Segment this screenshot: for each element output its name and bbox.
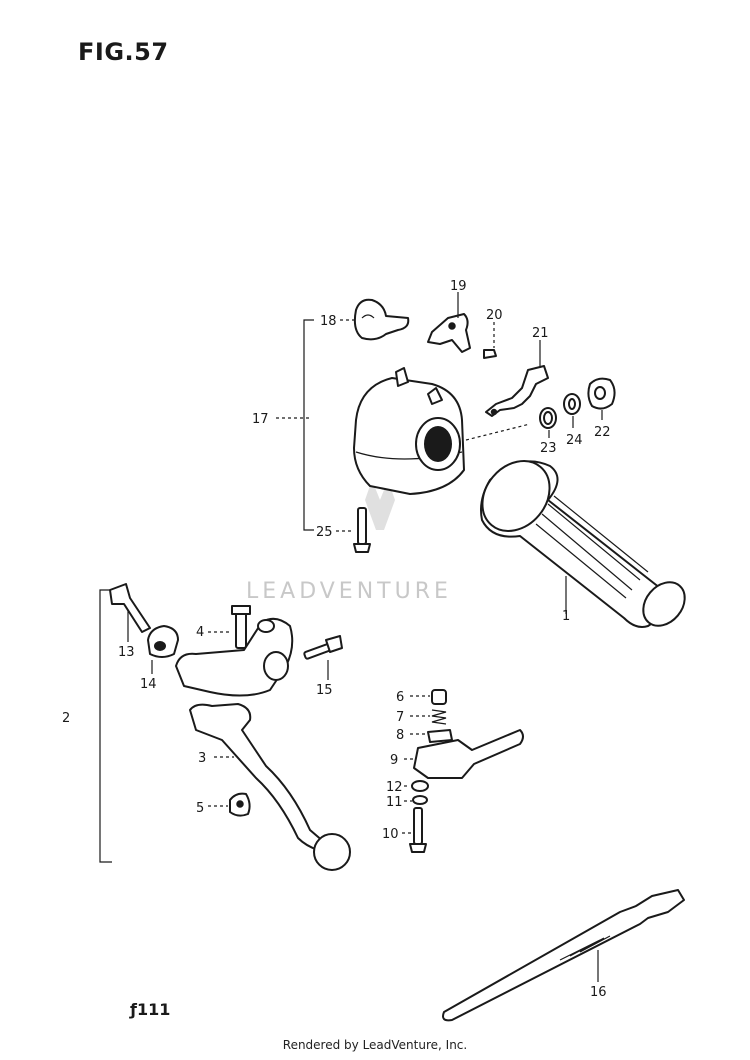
- corner-mark: ƒ111: [130, 1000, 171, 1019]
- watermark-text: LEADVENTURE: [246, 579, 452, 604]
- part-6-nut: [431, 689, 447, 705]
- callout-2: 2: [62, 711, 70, 726]
- part-18-cover: [353, 298, 410, 341]
- part-10-screw: [409, 807, 427, 853]
- part-12-washer: [411, 780, 429, 792]
- part-20-screw: [483, 349, 497, 359]
- part-7-spring: [431, 709, 447, 725]
- group-17-bracket: [303, 319, 314, 531]
- part-24-washer: [563, 393, 581, 415]
- part-14-bushing: [147, 625, 179, 658]
- part-11-washer: [412, 795, 428, 805]
- watermark: LEADVENTURE: [246, 480, 452, 604]
- callout-20: 20: [486, 308, 503, 323]
- part-16-cable-tie: [442, 889, 685, 1022]
- group-2-bracket: [99, 589, 112, 863]
- callout-10: 10: [382, 827, 399, 842]
- lever-holder: [175, 617, 294, 697]
- callout-17: 17: [252, 412, 269, 427]
- callout-13: 13: [118, 645, 135, 660]
- part-19-bracket: [427, 313, 471, 353]
- part-25-screw: [353, 507, 371, 553]
- callout-3: 3: [198, 751, 206, 766]
- part-13-bolt: [109, 583, 151, 633]
- part-1-grip: [480, 460, 686, 628]
- callout-18: 18: [320, 314, 337, 329]
- callout-6: 6: [396, 690, 404, 705]
- part-4-bolt: [231, 605, 251, 649]
- callout-21: 21: [532, 326, 549, 341]
- callout-11: 11: [386, 795, 403, 810]
- callout-14: 14: [140, 677, 157, 692]
- callout-1: 1: [562, 609, 570, 624]
- part-17-throttle-housing: [353, 367, 465, 495]
- part-15-screw: [303, 635, 343, 660]
- part-22-cap: [587, 377, 616, 410]
- callout-19: 19: [450, 279, 467, 294]
- callout-5: 5: [196, 801, 204, 816]
- figure-title: FIG.57: [78, 38, 169, 66]
- callout-8: 8: [396, 728, 404, 743]
- callout-16: 16: [590, 985, 607, 1000]
- callout-7: 7: [396, 710, 404, 725]
- part-3-lever: [189, 703, 351, 871]
- callout-22: 22: [594, 425, 611, 440]
- callout-24: 24: [566, 433, 583, 448]
- part-23-ring: [539, 407, 557, 429]
- part-5-nut: [229, 792, 251, 817]
- part-9-cable-bracket: [413, 729, 524, 779]
- callout-15: 15: [316, 683, 333, 698]
- callout-4: 4: [196, 625, 204, 640]
- callout-23: 23: [540, 441, 557, 456]
- axis-line-housing: [465, 423, 531, 441]
- callout-25: 25: [316, 525, 333, 540]
- part-8-clip: [427, 729, 453, 743]
- part-21-link: [485, 365, 549, 417]
- callout-12: 12: [386, 780, 403, 795]
- callout-9: 9: [390, 753, 398, 768]
- footer-credit: Rendered by LeadVenture, Inc.: [282, 1038, 468, 1052]
